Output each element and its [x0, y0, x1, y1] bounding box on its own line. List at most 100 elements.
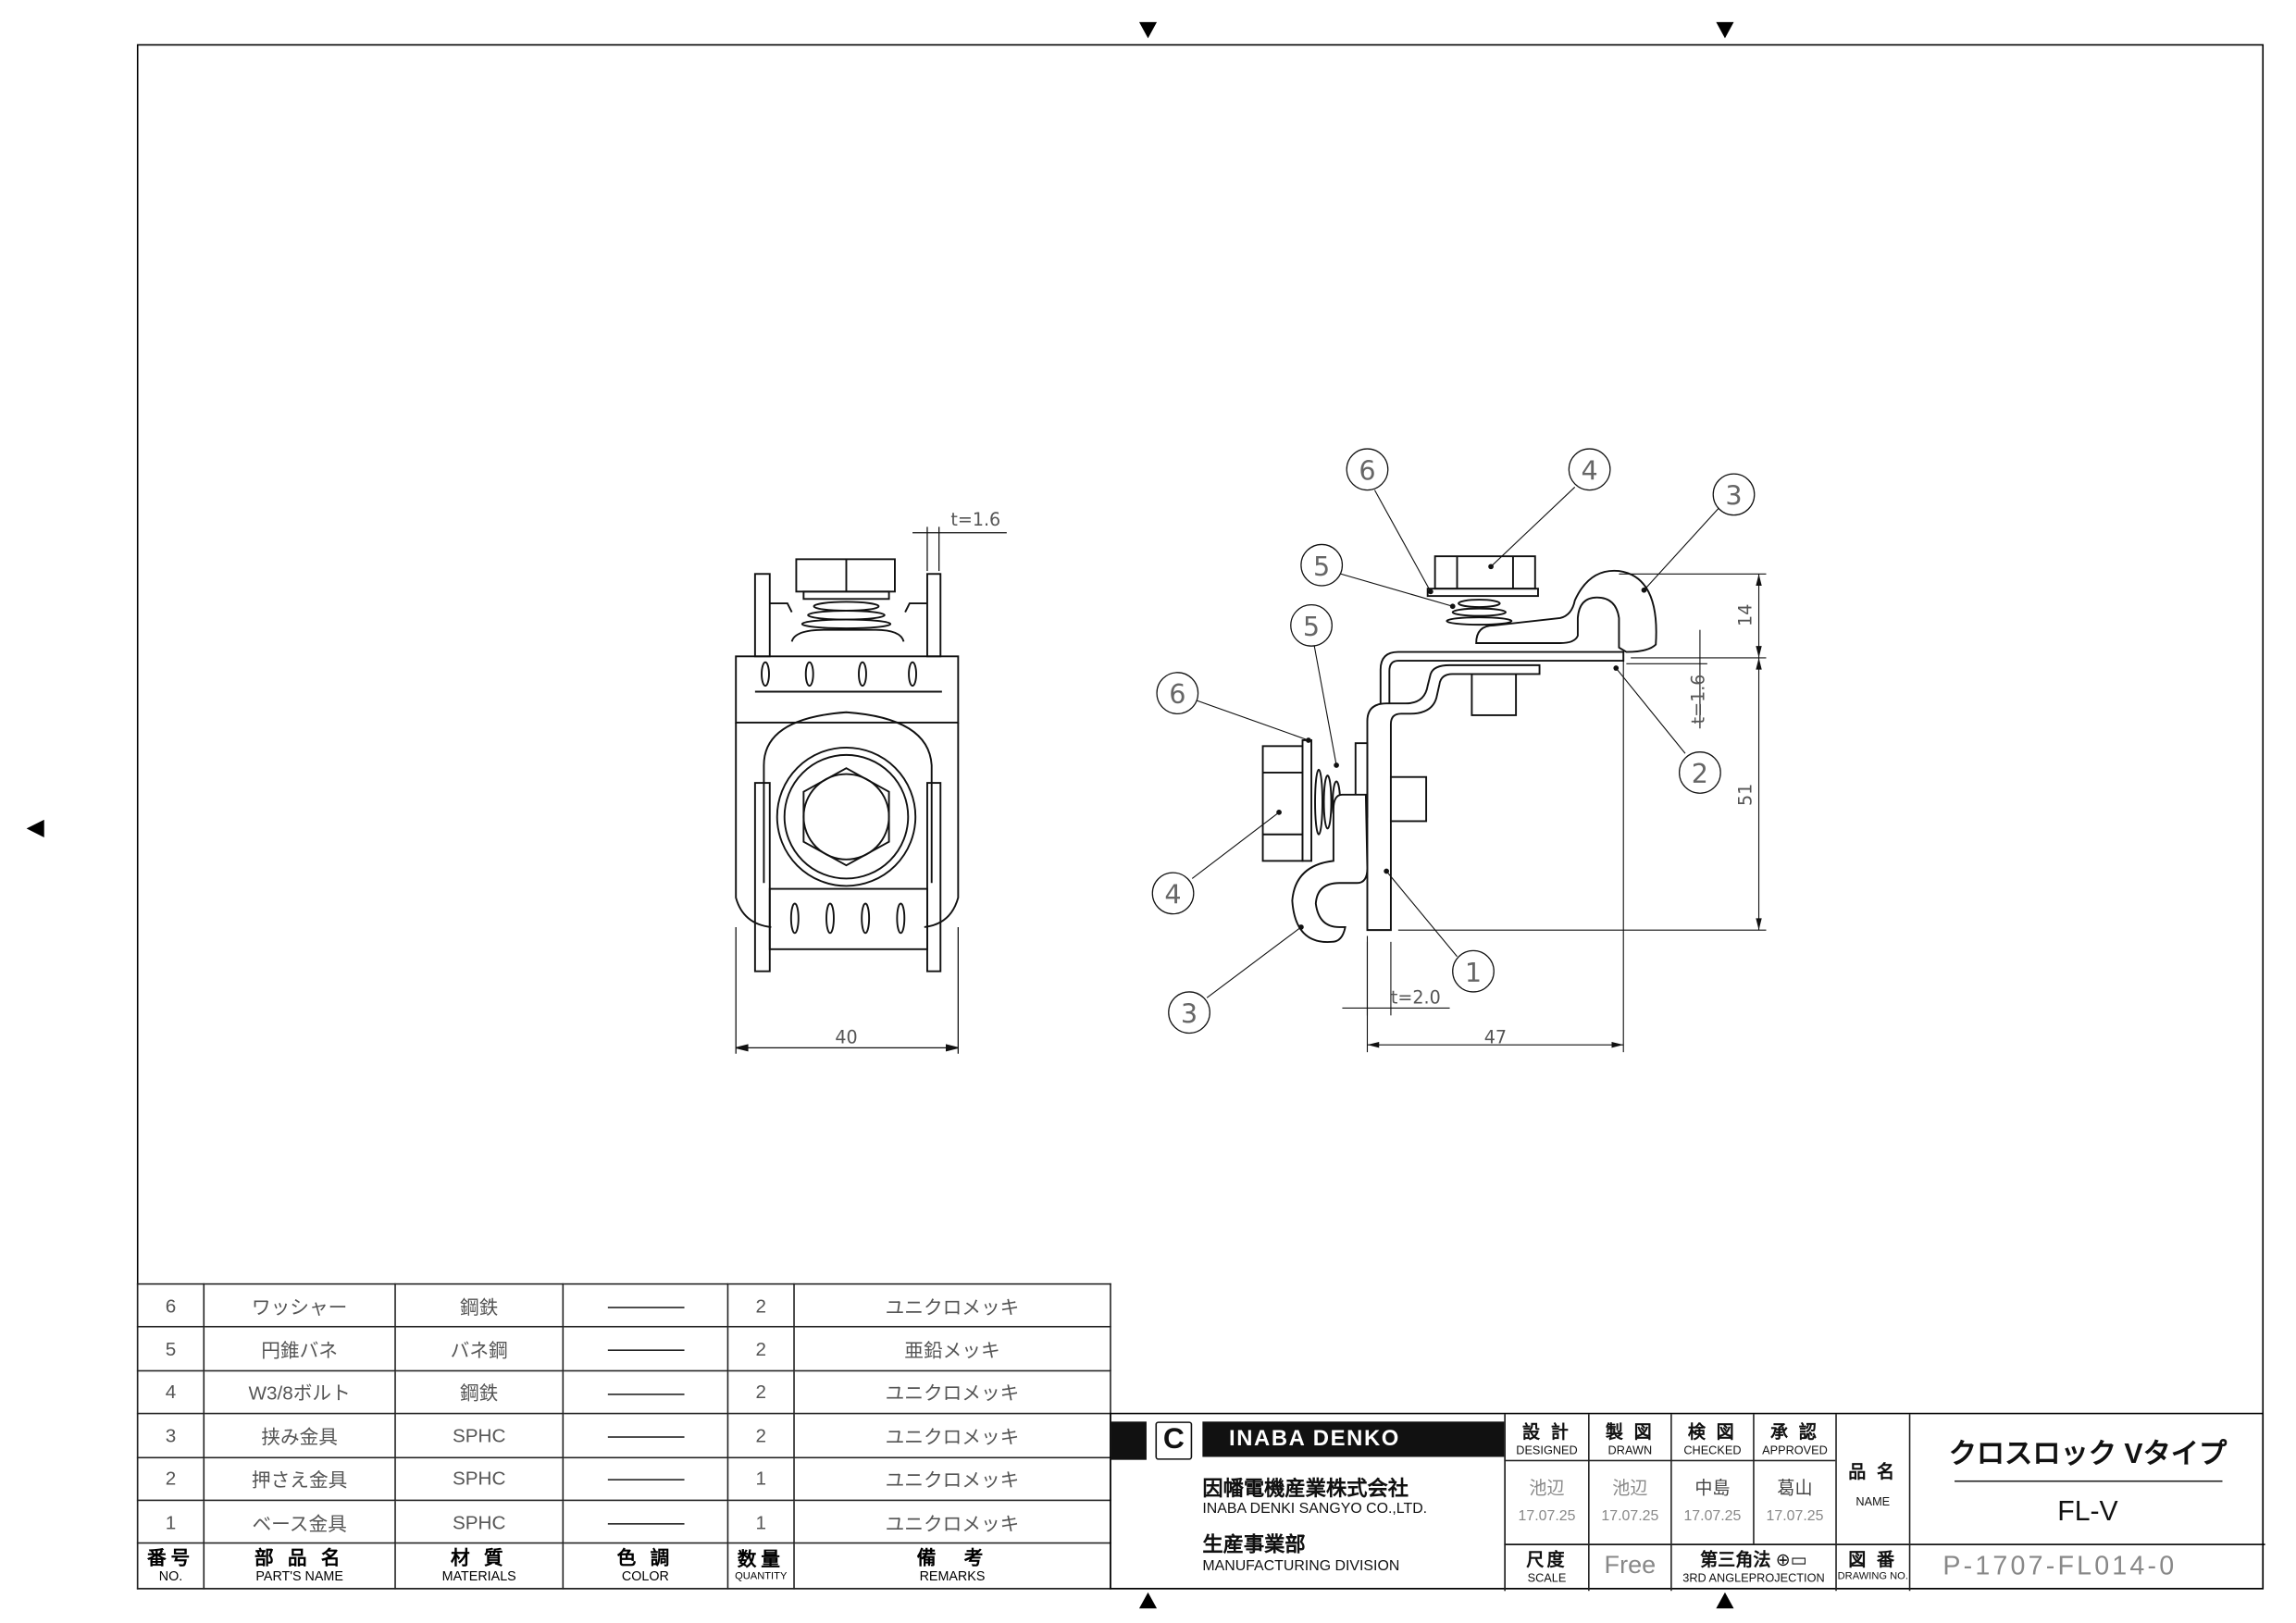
bolt-shank	[1471, 673, 1518, 716]
part-name: ベース金具	[203, 1499, 396, 1544]
hook-clamp-face	[763, 711, 933, 884]
dimension-14: 14	[1736, 604, 1756, 626]
bolt-hex	[802, 767, 890, 867]
balloon-4: 4	[1164, 879, 1181, 911]
label-en: SCALE	[1527, 1571, 1567, 1585]
label-en: DRAWN	[1607, 1443, 1653, 1457]
part-color	[562, 1413, 729, 1458]
sign-date: 17.07.25	[1683, 1508, 1742, 1525]
projection-label: 第三角法	[1700, 1549, 1771, 1570]
center-mark-top-left	[1138, 21, 1158, 39]
thickness-base-label: t=2.0	[1391, 988, 1441, 1009]
part-material: 鋼鉄	[394, 1369, 565, 1415]
part-name: 挟み金具	[203, 1413, 396, 1458]
part-material: SPHC	[394, 1499, 565, 1544]
part-qty: 2	[726, 1326, 795, 1371]
washer	[802, 590, 890, 601]
product-name-cell: クロスロック Vタイプ FL-V	[1908, 1414, 2265, 1544]
label-ja: 設 計	[1521, 1421, 1572, 1443]
product-name: クロスロック Vタイプ	[1948, 1439, 2228, 1470]
part-remarks: ユニクロメッキ	[793, 1413, 1111, 1458]
flange	[925, 782, 942, 973]
title-block: C INABA DENKO 因幡電機産業株式会社 INABA DENKI SAN…	[1110, 1412, 2265, 1592]
part-no: 1	[136, 1499, 205, 1544]
projection-symbol-icon: ⊕▭	[1775, 1549, 1807, 1570]
top-spring	[1446, 599, 1513, 626]
header-ja: 番号	[147, 1547, 194, 1569]
part-color	[562, 1326, 729, 1371]
product-code: FL-V	[2057, 1496, 2118, 1528]
balloon-5: 5	[1313, 551, 1330, 582]
company-name-ja: 因幡電機産業株式会社	[1202, 1476, 1409, 1500]
part-material: バネ鋼	[394, 1326, 565, 1371]
part-balloons	[1151, 448, 1756, 1035]
part-color	[562, 1369, 729, 1415]
flange	[753, 782, 771, 973]
part-material: 鋼鉄	[394, 1282, 565, 1329]
label-ja: 尺度	[1526, 1549, 1568, 1570]
bottom-clamp-hook	[1291, 793, 1369, 943]
part-remarks: ユニクロメッキ	[793, 1456, 1111, 1502]
part-no: 3	[136, 1413, 205, 1458]
label-en: NAME	[1855, 1494, 1891, 1509]
center-mark-left	[26, 819, 44, 837]
balloon-3: 3	[1181, 997, 1198, 1029]
dimension-47: 47	[1484, 1028, 1507, 1048]
part-qty: 1	[726, 1499, 795, 1544]
name-label: 品 名 NAME	[1835, 1414, 1909, 1544]
part-color	[562, 1499, 729, 1544]
center-mark-bottom-left	[1138, 1592, 1158, 1609]
projection-ja: 第三角法 ⊕▭	[1672, 1547, 1836, 1572]
part-no: 6	[136, 1282, 205, 1329]
header-ja: 部 品 名	[254, 1547, 345, 1569]
label-ja: 品 名	[1848, 1461, 1898, 1482]
part-name: 押さえ金具	[203, 1456, 396, 1502]
projection-cell: 第三角法 ⊕▭3RD ANGLEPROJECTION	[1670, 1543, 1836, 1592]
washer-ring	[776, 746, 917, 887]
slots	[789, 902, 906, 935]
part-color	[562, 1456, 729, 1502]
label-en: DRAWING NO.	[1837, 1571, 1908, 1582]
side-dimensions	[1342, 573, 1767, 1053]
header-en: QUANTITY	[735, 1572, 788, 1583]
left-bolt-head	[1261, 745, 1304, 862]
thickness-top-label: t=1.6	[1689, 675, 1709, 725]
balloon-5: 5	[1303, 611, 1320, 642]
sign-date: 17.07.25	[1766, 1508, 1824, 1525]
top-washer	[1426, 588, 1539, 598]
balloon-1: 1	[1465, 957, 1482, 988]
signer-name: 池辺	[1529, 1477, 1565, 1499]
header-en: MATERIALS	[441, 1568, 516, 1584]
base-plate	[1366, 663, 1541, 932]
header-ja: 色 調	[616, 1547, 675, 1569]
header-en: REMARKS	[919, 1568, 986, 1584]
balloon-6: 6	[1359, 454, 1375, 486]
header-ja: 備 考	[916, 1547, 988, 1569]
clamp-body	[735, 655, 960, 724]
header-ja: 数量	[737, 1548, 785, 1571]
header-en: NO.	[158, 1568, 183, 1584]
balloon-2: 2	[1692, 758, 1708, 789]
center-mark-bottom-right	[1716, 1592, 1734, 1609]
sign-date: 17.07.25	[1601, 1508, 1659, 1525]
balloon-6: 6	[1169, 678, 1185, 710]
part-remarks: ユニクロメッキ	[793, 1369, 1111, 1415]
part-no: 2	[136, 1456, 205, 1502]
top-bolt-head	[1433, 555, 1536, 590]
dimension-40	[735, 926, 959, 1054]
part-qty: 2	[726, 1413, 795, 1458]
sign-date: 17.07.25	[1518, 1508, 1576, 1525]
left-bolt-shank	[1389, 775, 1428, 823]
